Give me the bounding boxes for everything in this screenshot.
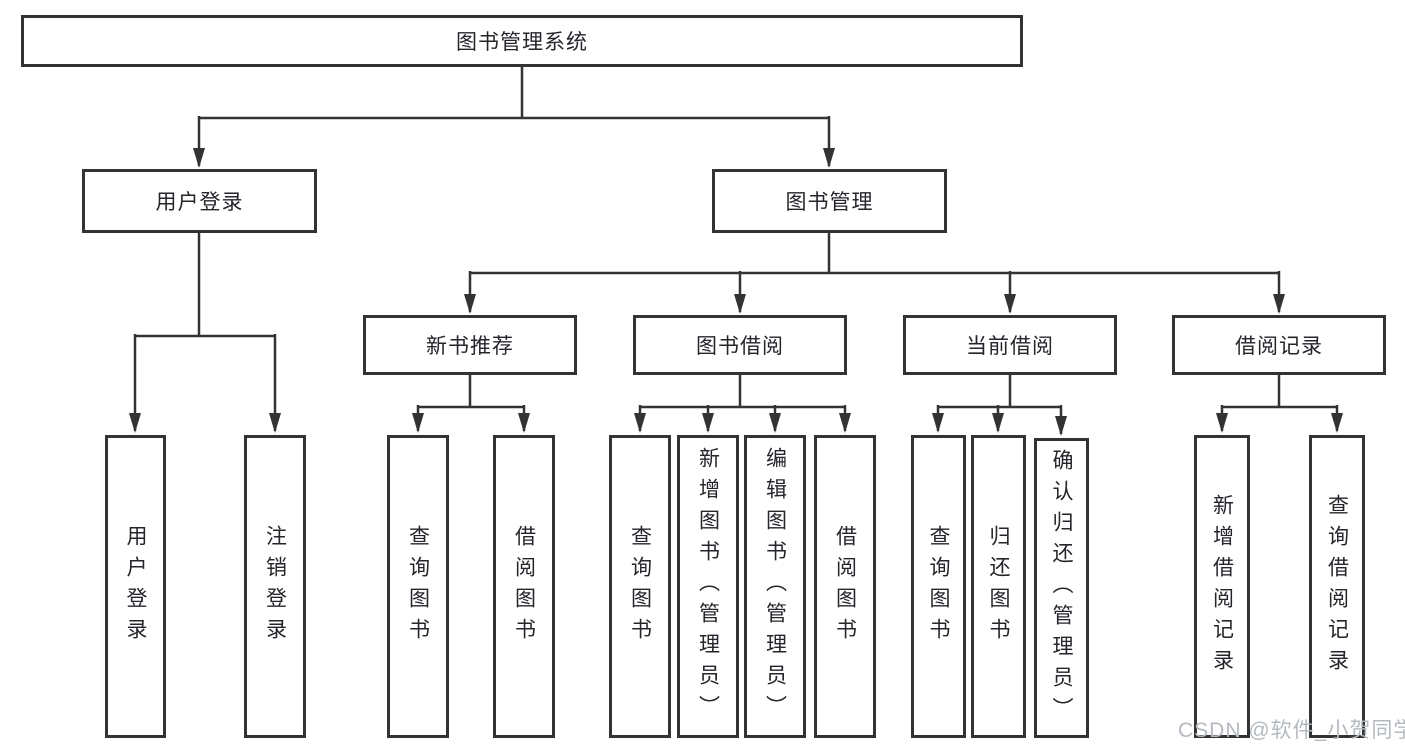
leaf-add-borrow-record: 新增借阅记录 [1194,435,1250,738]
leaf-query-borrow-record: 查询借阅记录 [1309,435,1365,738]
leaf-return-books: 归还图书 [971,435,1026,738]
leaf-borrow-books-2: 借阅图书 [814,435,876,738]
node-book-borrowing: 图书借阅 [633,315,847,375]
connector-userlogin-fork [135,233,275,338]
node-borrow-records: 借阅记录 [1172,315,1386,375]
leaf-borrow-books-1: 借阅图书 [493,435,555,738]
leaf-logout: 注销登录 [244,435,306,738]
node-user-login: 用户登录 [82,169,317,233]
node-current-borrowing: 当前借阅 [903,315,1117,375]
connector-records-fork [1222,375,1337,409]
node-library-system: 图书管理系统 [21,15,1023,67]
connector-root-fork [199,66,829,120]
leaf-edit-books-admin: 编辑图书（管理员） [744,435,806,738]
leaf-query-books-3: 查询图书 [911,435,966,738]
leaf-user-login: 用户登录 [105,435,166,738]
leaf-query-books-1: 查询图书 [387,435,449,738]
leaf-add-books-admin: 新增图书（管理员） [677,435,739,738]
connector-newbooks-fork [418,375,524,409]
node-book-management: 图书管理 [712,169,947,233]
connector-current-fork [938,375,1061,409]
leaf-confirm-return-admin: 确认归还（管理员） [1034,438,1089,738]
connector-borrowing-fork [640,375,845,409]
leaf-query-books-2: 查询图书 [609,435,671,738]
node-new-book-recommend: 新书推荐 [363,315,577,375]
csdn-watermark: CSDN @软件_小贺同学 [1178,719,1405,742]
connector-bookmgmt-fork [470,233,1279,275]
